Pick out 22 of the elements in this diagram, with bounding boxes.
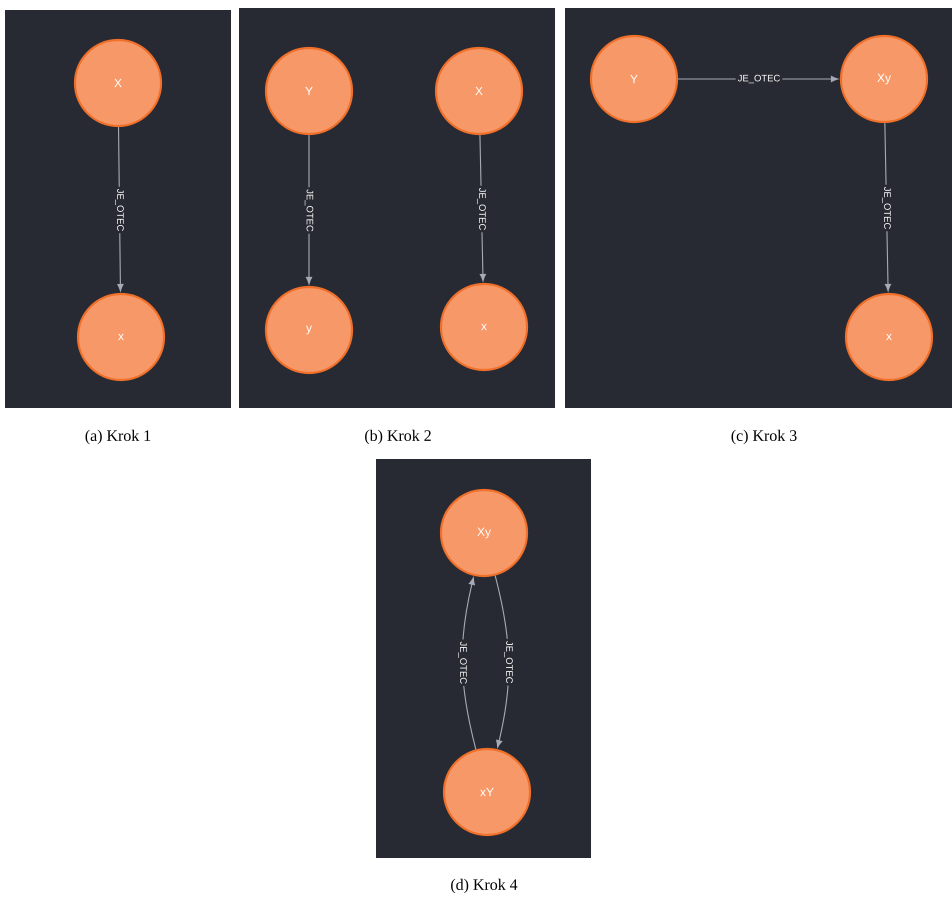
graph-node: X <box>74 38 162 128</box>
graph-node: xY <box>442 748 532 836</box>
edge-label: JE_OTEC <box>880 184 893 232</box>
edge-label: JE_OTEC <box>502 638 515 686</box>
graph-node: x <box>440 282 528 372</box>
graph-node: Xy <box>440 488 528 578</box>
edge-label: JE_OTEC <box>475 186 488 232</box>
edge-label: JE_OTEC <box>113 186 126 234</box>
graph-node: x <box>844 292 934 382</box>
graph-node: y <box>264 286 354 374</box>
graph-node: Y <box>590 34 678 124</box>
graph-node: x <box>76 292 166 382</box>
edge-label: JE_OTEC <box>456 639 469 686</box>
panel-label: (b) Krok 2 <box>365 430 431 444</box>
graph-node: Y <box>264 46 354 136</box>
graph-node: X <box>434 46 524 136</box>
edge-label: JE_OTEC <box>302 187 316 234</box>
graph-node: Xy <box>840 34 928 124</box>
panel-label: (a) Krok 1 <box>86 430 150 444</box>
edge-label: JE_OTEC <box>736 72 782 86</box>
panel-label: (c) Krok 3 <box>732 430 797 444</box>
panel-label: (d) Krok 4 <box>451 878 518 894</box>
